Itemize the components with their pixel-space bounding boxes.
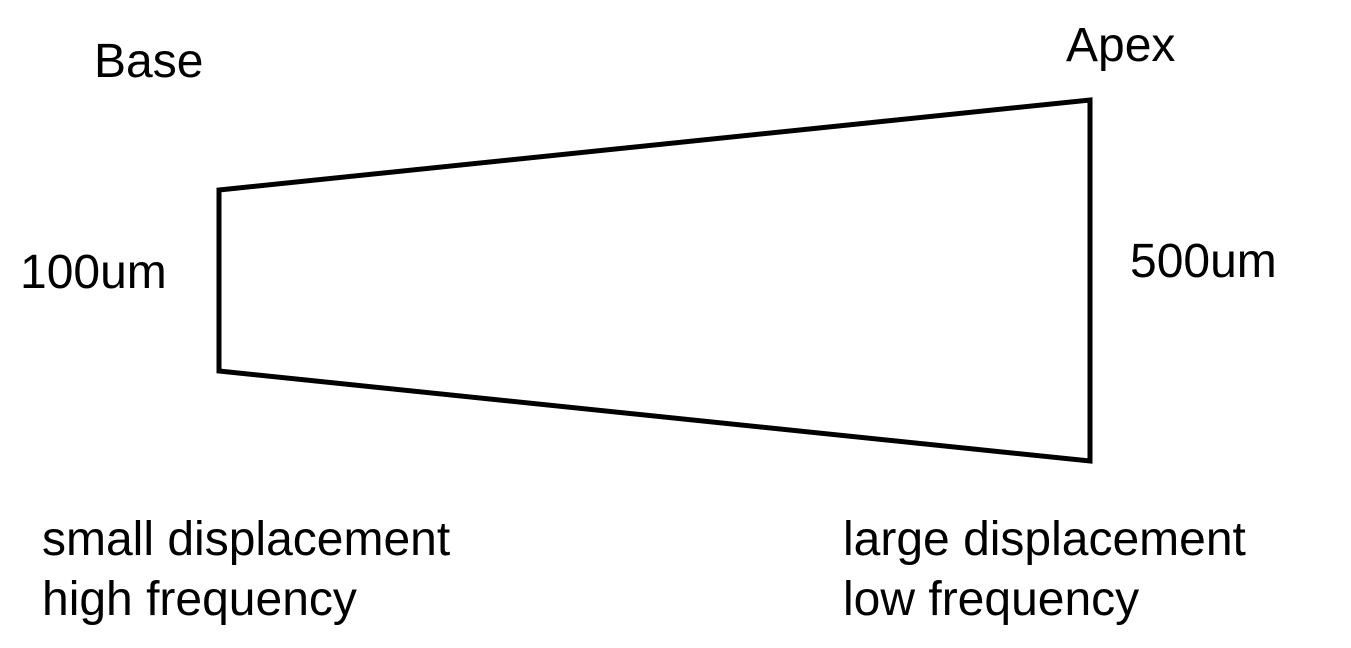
apex-description: large displacement low frequency	[843, 510, 1246, 630]
apex-frequency-text: low frequency	[843, 573, 1140, 626]
apex-width-label: 500um	[1130, 235, 1277, 288]
base-frequency-text: high frequency	[42, 573, 357, 626]
base-displacement-text: small displacement	[42, 513, 451, 566]
base-label: Base	[94, 35, 204, 88]
membrane-trapezoid	[216, 97, 1093, 464]
apex-displacement-text: large displacement	[843, 513, 1246, 566]
base-description: small displacement high frequency	[42, 510, 450, 630]
apex-label: Apex	[1066, 19, 1176, 72]
base-width-label: 100um	[20, 246, 167, 299]
